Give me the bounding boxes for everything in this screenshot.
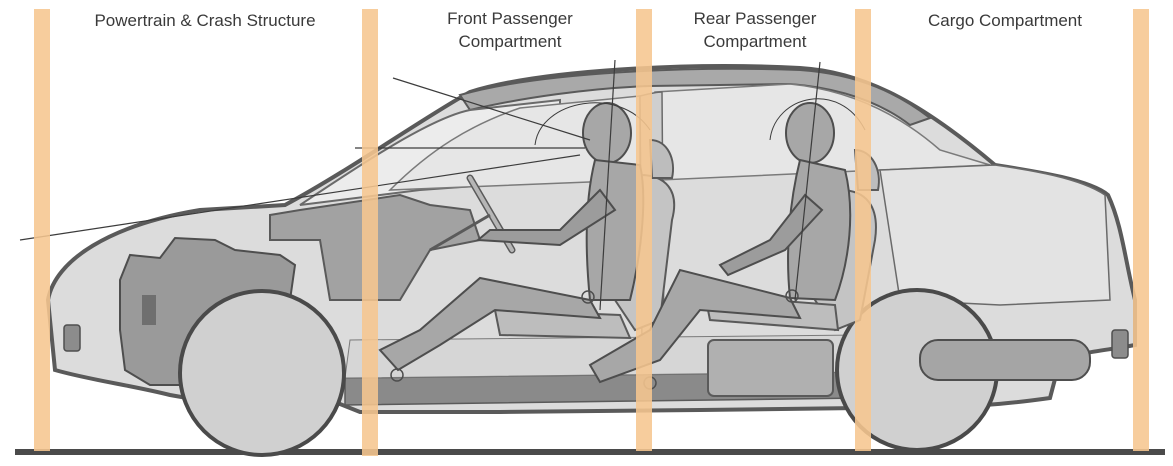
zone-label-rear-passenger: Rear Passenger Compartment (693, 9, 817, 51)
front-side-window (388, 95, 641, 191)
zone-dividers (34, 9, 1149, 456)
zone-label-powertrain: Powertrain & Crash Structure (94, 11, 316, 30)
rear-seat-base-box (707, 339, 834, 397)
fuel-tank-icon (919, 329, 1129, 381)
zone-divider-1 (34, 9, 50, 451)
front-occupant-figure (378, 102, 645, 382)
zone-divider-5 (1133, 9, 1149, 451)
zone-divider-4 (855, 9, 871, 451)
front-wheel-icon (178, 289, 346, 457)
zone-label-front-passenger: Front Passenger Compartment (447, 9, 573, 51)
zone-divider-3 (636, 9, 652, 451)
ground-line (15, 449, 1165, 455)
roof-band (458, 67, 933, 127)
rear-deck (879, 164, 1111, 306)
reference-lines (19, 59, 866, 311)
zone-divider-2 (362, 9, 378, 456)
zone-label-cargo: Cargo Compartment (927, 11, 1082, 30)
